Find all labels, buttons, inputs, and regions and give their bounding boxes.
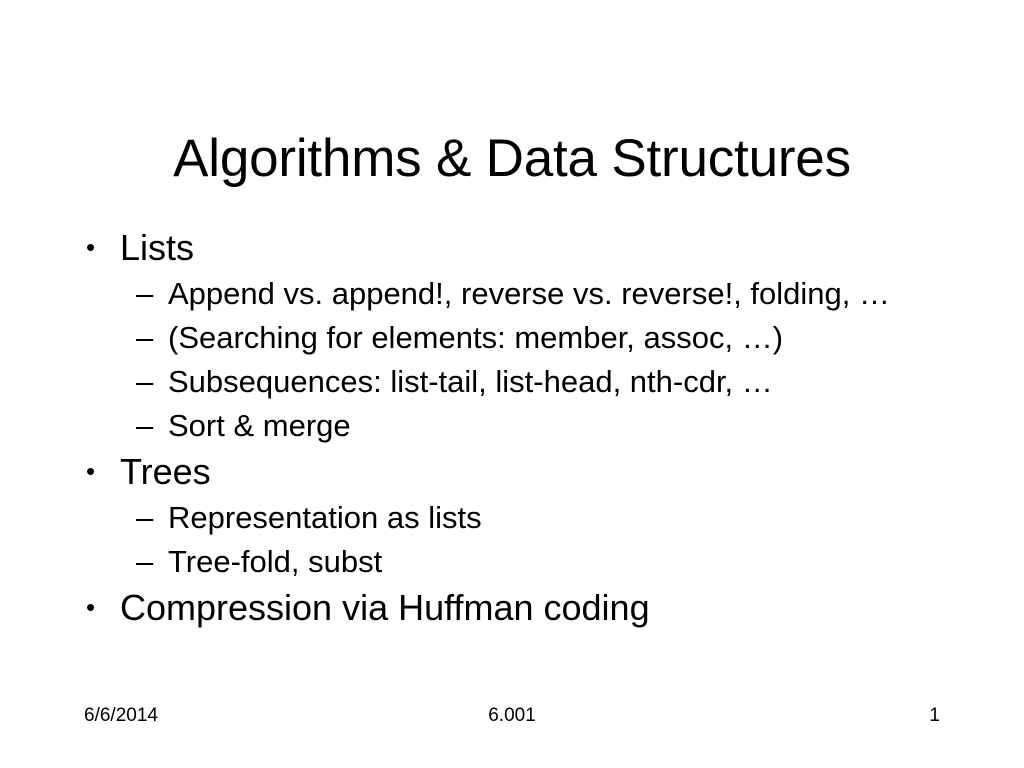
- bullet-icon: •: [86, 456, 96, 486]
- list-item-label: Tree-fold, subst: [168, 544, 383, 579]
- dash-icon: –: [136, 408, 154, 443]
- list-item: – Append vs. append!, reverse vs. revers…: [84, 272, 940, 316]
- list-item: – (Searching for elements: member, assoc…: [84, 316, 940, 360]
- dash-icon: –: [136, 364, 154, 399]
- list-item: – Tree-fold, subst: [84, 540, 940, 584]
- list-item-label: Lists: [120, 227, 195, 268]
- list-item-label: Compression via Huffman coding: [120, 587, 650, 628]
- page-title: Algorithms & Data Structures: [173, 128, 851, 188]
- footer-date: 6/6/2014: [84, 705, 158, 726]
- list-item-label: Representation as lists: [168, 500, 482, 535]
- slide-footer: 6/6/2014 6.001 1: [84, 704, 940, 728]
- list-item-label: Append vs. append!, reverse vs. reverse!…: [168, 276, 890, 311]
- list-item: – Representation as lists: [84, 496, 940, 540]
- footer-page-number: 1: [929, 705, 940, 726]
- sub-list-trees: – Representation as lists – Tree-fold, s…: [84, 496, 940, 584]
- footer-course-label: 6.001: [488, 705, 536, 726]
- list-item-label: (Searching for elements: member, assoc, …: [168, 320, 784, 355]
- bullet-icon: •: [86, 232, 96, 262]
- dash-icon: –: [136, 320, 154, 355]
- list-item-label: Trees: [120, 451, 211, 492]
- dash-icon: –: [136, 500, 154, 535]
- bullet-icon: •: [86, 592, 96, 622]
- sub-list-lists: – Append vs. append!, reverse vs. revers…: [84, 272, 940, 448]
- list-item: • Compression via Huffman coding: [84, 584, 940, 631]
- slide-body: • Lists – Append vs. append!, reverse vs…: [84, 224, 940, 631]
- list-item: • Lists: [84, 224, 940, 271]
- dash-icon: –: [136, 276, 154, 311]
- list-item-label: Subsequences: list-tail, list-head, nth-…: [168, 364, 773, 399]
- list-item: – Sort & merge: [84, 404, 940, 448]
- list-item: • Trees: [84, 448, 940, 495]
- dash-icon: –: [136, 544, 154, 579]
- list-item: – Subsequences: list-tail, list-head, nt…: [84, 360, 940, 404]
- list-item-label: Sort & merge: [168, 408, 351, 443]
